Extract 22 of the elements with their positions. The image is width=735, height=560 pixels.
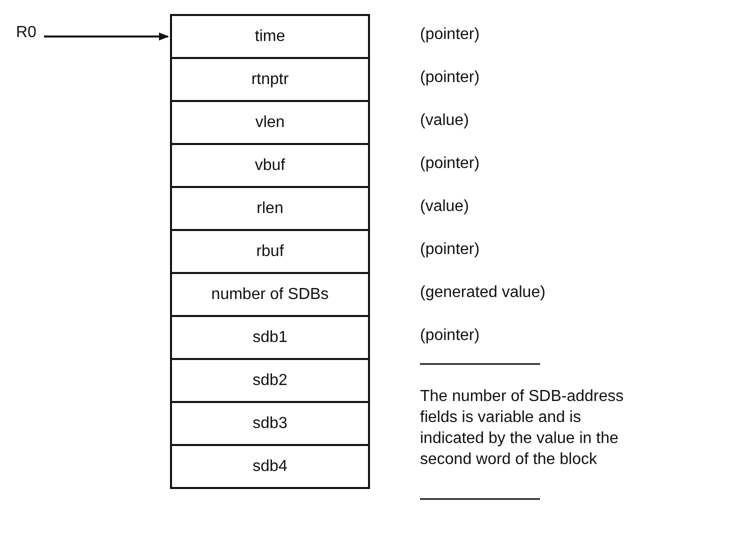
pointer-arrow <box>44 32 169 40</box>
field-type-note: (value) <box>420 198 469 216</box>
register-label: R0 <box>16 24 36 42</box>
memory-word-cell: rlen <box>170 186 370 231</box>
field-type-note: (value) <box>420 112 469 130</box>
memory-word-cell: vlen <box>170 100 370 145</box>
memory-word-cell: time <box>170 14 370 59</box>
memory-word-cell: rtnptr <box>170 57 370 102</box>
explanatory-note: The number of SDB-address fields is variable and is indicated by the value in the second word of the block <box>420 387 625 470</box>
field-type-note: (pointer) <box>420 327 480 345</box>
memory-word-cell: sdb2 <box>170 358 370 403</box>
memory-word-cell: rbuf <box>170 229 370 274</box>
field-type-note: (generated value) <box>420 284 546 302</box>
memory-word-cell: vbuf <box>170 143 370 188</box>
memory-word-cell: sdb1 <box>170 315 370 360</box>
field-type-note: (pointer) <box>420 69 480 87</box>
memory-word-cell: number of SDBs <box>170 272 370 317</box>
field-type-note: (pointer) <box>420 155 480 173</box>
memory-word-cell: sdb4 <box>170 444 370 489</box>
memory-word-cell: sdb3 <box>170 401 370 446</box>
field-type-note: (pointer) <box>420 241 480 259</box>
field-type-note: (pointer) <box>420 26 480 44</box>
